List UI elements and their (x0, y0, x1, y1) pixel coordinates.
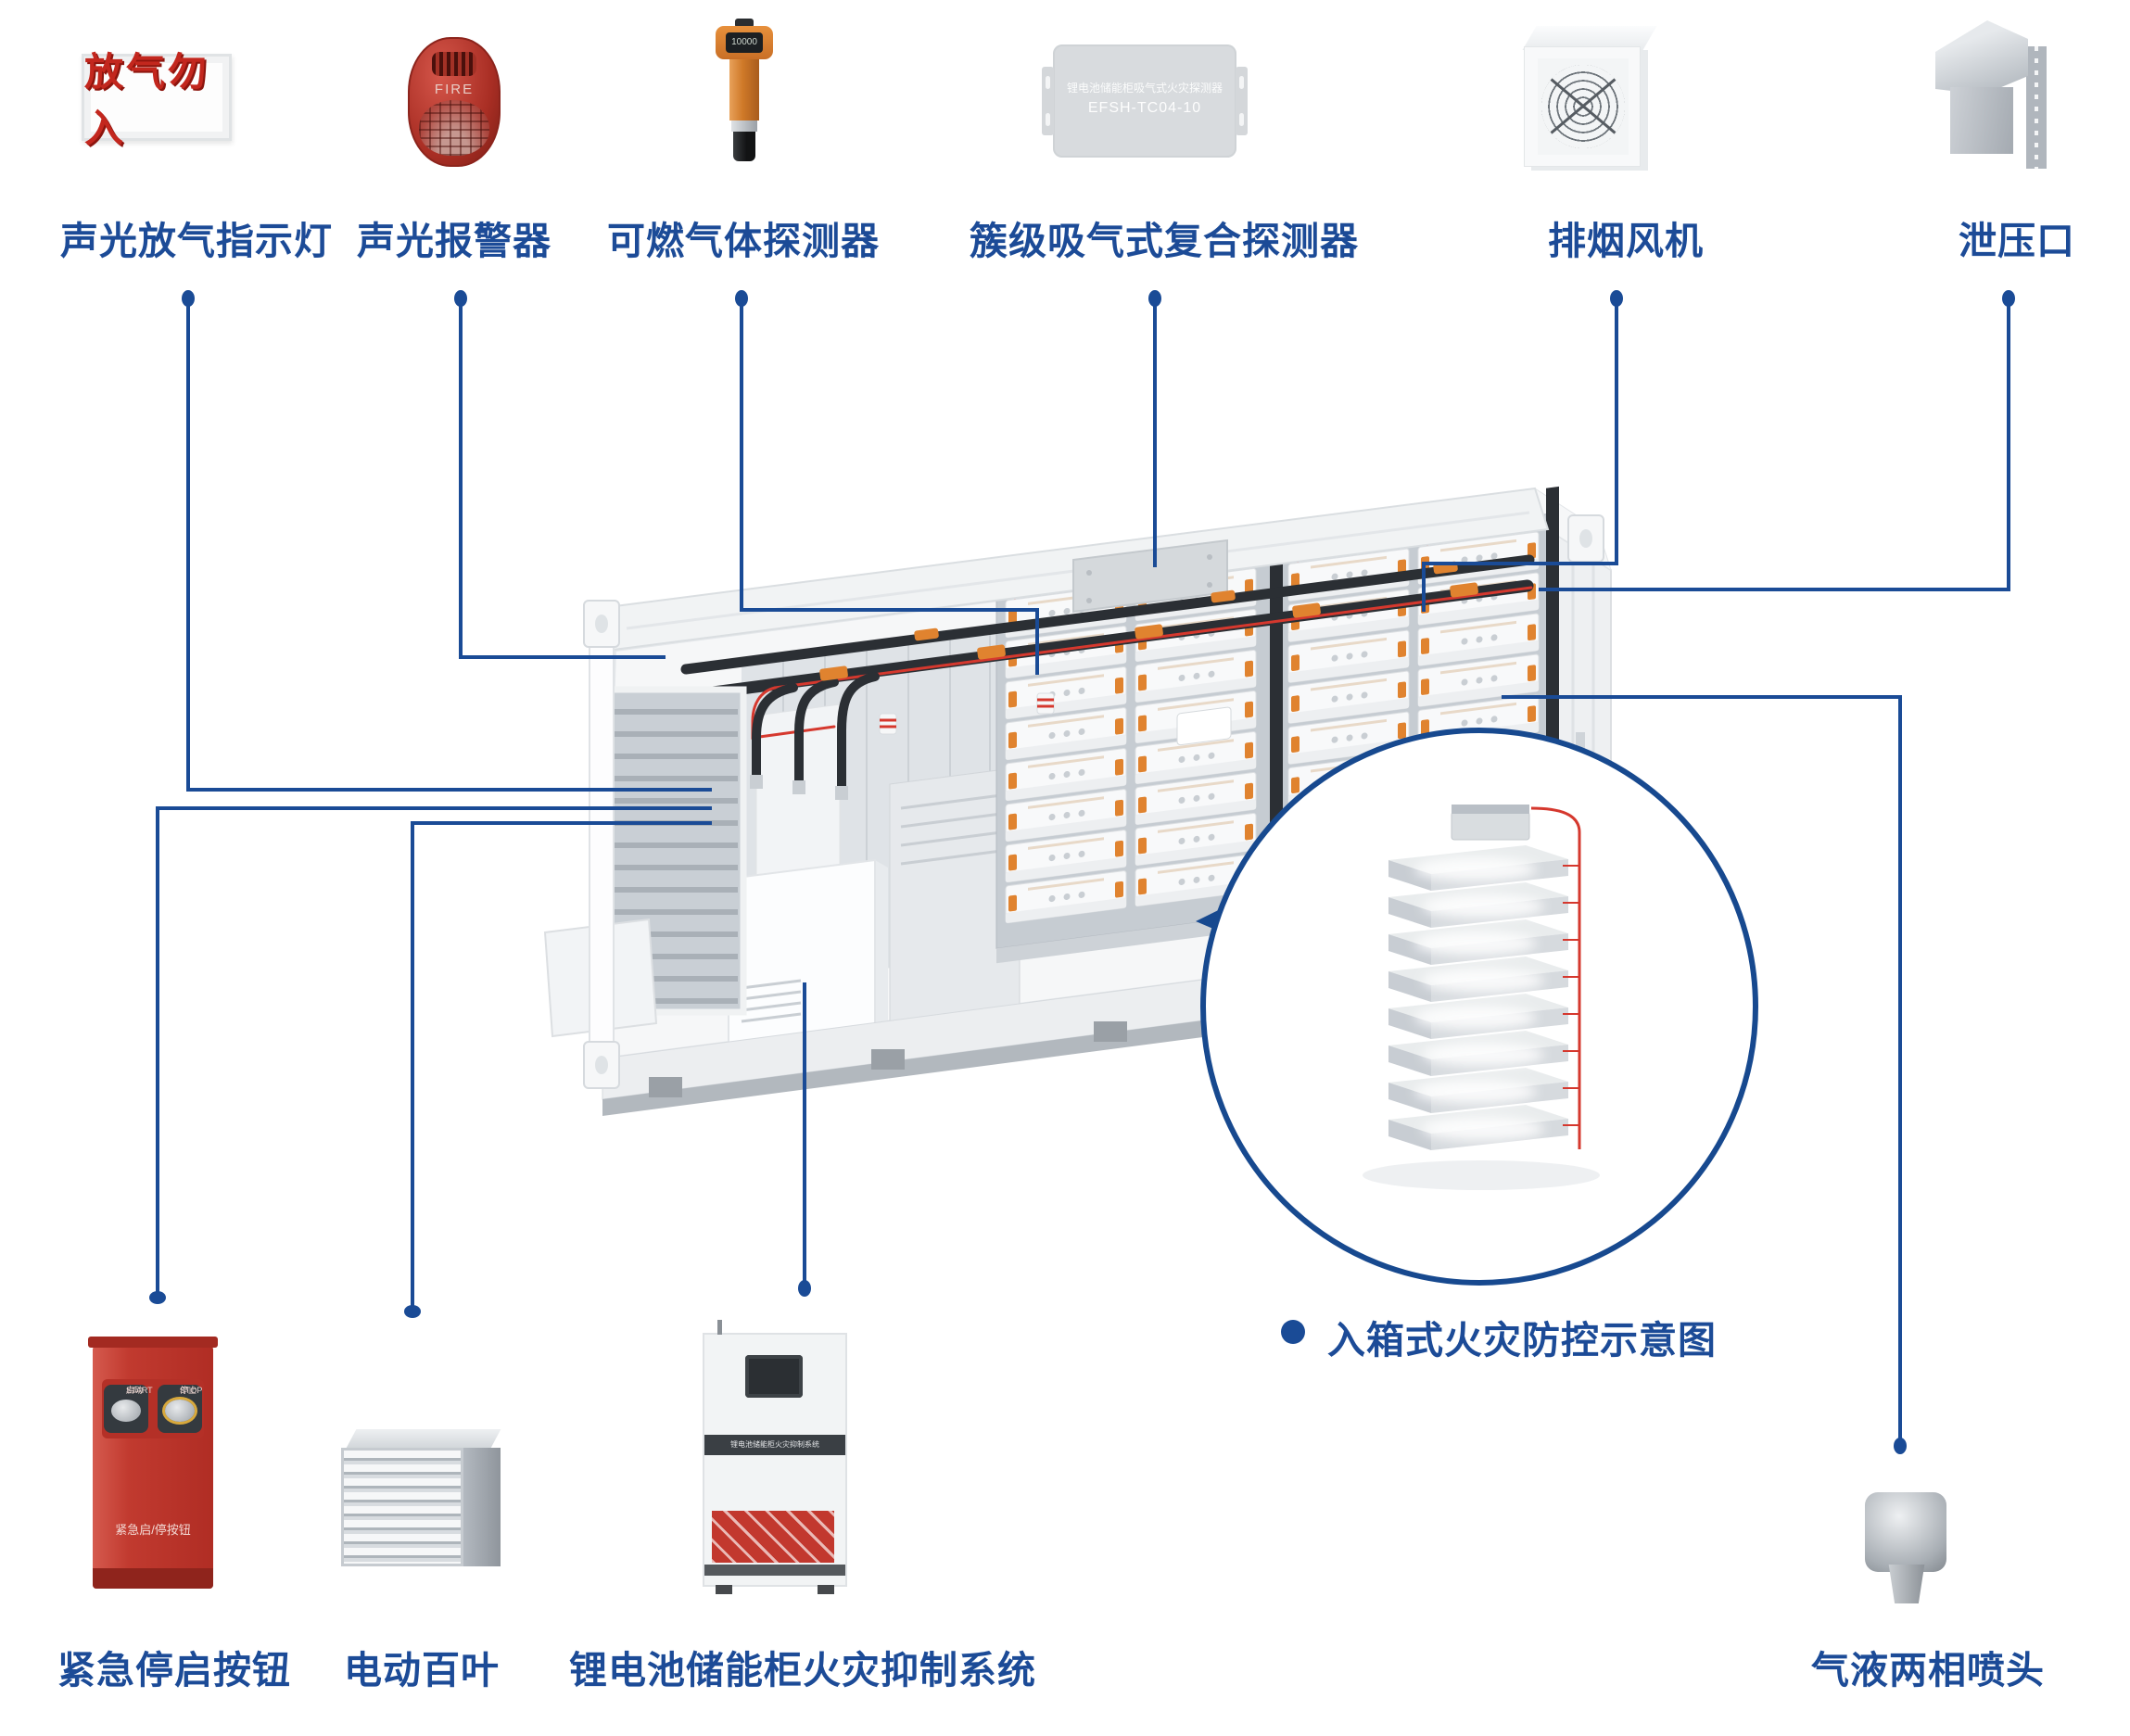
pressure-relief-vent-image (1935, 20, 2047, 171)
sprinkler-caps (879, 692, 1055, 735)
button-box-base (93, 1568, 213, 1589)
smoke-exhaust-fan-image (1522, 26, 1657, 167)
emergency-stop-button-image: 启动 START 停止 STOP 紧急启/停按钮 (88, 1337, 218, 1589)
callout-line-gas-detector (740, 298, 1039, 675)
inset-circle (1196, 728, 1758, 1286)
aspirating-detector-image: 锂电池储能柜吸气式火灾探测器 EFSH-TC04-10 (1042, 44, 1248, 158)
roof-pipes (642, 539, 1535, 800)
label-sound-light-alarm: 声光报警器 (357, 220, 552, 262)
detector-display: 10000 (726, 32, 763, 53)
detector-cap (735, 19, 754, 28)
vent-side-panel (2026, 46, 2047, 169)
two-phase-nozzle-image (1796, 1466, 2017, 1615)
button-box-lid (88, 1337, 218, 1348)
label-smoke-exhaust-fan: 排烟风机 (1548, 220, 1704, 262)
cabinet-red-panel (712, 1511, 834, 1563)
gas-release-sign-image: 放气勿入 (82, 50, 232, 150)
aspirating-detector-model: EFSH-TC04-10 (1087, 100, 1202, 116)
callout-line-electric-louver (411, 821, 712, 1312)
nozzle-body (1865, 1492, 1946, 1572)
electric-louver-image (341, 1429, 504, 1581)
callout-line-two-phase-nozzle (1502, 695, 1902, 1446)
start-button: 启动 START (104, 1385, 153, 1433)
alarm-dome (419, 100, 489, 156)
label-cluster-aspirating-detector: 簇级吸气式复合探测器 (970, 220, 1359, 262)
fan-front-face (1524, 46, 1641, 167)
callout-line-gas-release-indicator (186, 298, 712, 792)
pipe-clips (819, 561, 1478, 681)
callout-dots (149, 290, 2015, 1454)
fire-suppression-cabinet-image: 锂电池储能柜火灾抑制系统 (703, 1320, 847, 1594)
detector-sensor-tip (733, 132, 755, 161)
label-gas-release-indicator: 声光放气指示灯 (60, 220, 333, 262)
mount-tab-left (1042, 67, 1054, 135)
gas-release-sign-text: 放气勿入 (84, 50, 210, 150)
button-panel: 启动 START 停止 STOP (102, 1379, 204, 1438)
nozzle-outlet (1888, 1565, 1925, 1603)
label-fire-suppression-system: 锂电池储能柜火灾抑制系统 (569, 1649, 1036, 1692)
louver-slats (341, 1448, 463, 1566)
cabinet-foot (716, 1585, 732, 1594)
inset-battery-stack (1388, 805, 1581, 1150)
detector-collar (731, 120, 757, 132)
callout-line-pressure-relief (1539, 298, 2010, 591)
label-combustible-gas-detector: 可燃气体探测器 (607, 220, 880, 262)
cabinet-handle (717, 1320, 722, 1335)
alarm-grille (432, 52, 476, 76)
label-two-phase-nozzle: 气液两相喷头 (1811, 1649, 2045, 1692)
inset-bullet (1281, 1320, 1305, 1344)
alarm-fire-text: FIRE (434, 82, 475, 97)
nozzle-right-arm (1939, 1520, 2017, 1570)
label-pressure-relief-vent: 泄压口 (1959, 220, 2075, 262)
nozzle-left-arm (1796, 1526, 1869, 1572)
cabinet-base (704, 1565, 845, 1576)
stop-button: 停止 STOP (158, 1385, 202, 1433)
cabinet-screen (745, 1355, 803, 1398)
label-emergency-stop-button: 紧急停启按钮 (57, 1649, 291, 1692)
cabinet-foot (818, 1585, 834, 1594)
inset-caption: 入箱式火灾防控示意图 (1327, 1319, 1717, 1362)
callout-line-emergency-button (156, 806, 712, 1298)
sound-light-alarm-image: FIRE (408, 37, 501, 167)
combustible-gas-detector-image: 10000 (716, 19, 773, 163)
internal-suppression-cabinet (728, 858, 888, 1053)
mount-tab-right (1236, 67, 1248, 135)
label-electric-louver: 电动百叶 (344, 1649, 500, 1692)
louver-side-face (463, 1448, 501, 1566)
vent-duct (1950, 87, 2013, 154)
detector-head: 10000 (716, 26, 773, 59)
callout-line-sound-light-alarm (459, 298, 666, 659)
callout-line-exhaust-fan (1422, 298, 1618, 612)
cabinet-caption-band: 锂电池储能柜火灾抑制系统 (704, 1435, 845, 1455)
button-box-caption: 紧急启/停按钮 (115, 1523, 191, 1537)
callout-lines (156, 298, 2010, 1446)
aspirating-detector-title: 锂电池储能柜吸气式火灾探测器 (1066, 82, 1223, 95)
detector-body (729, 59, 759, 120)
